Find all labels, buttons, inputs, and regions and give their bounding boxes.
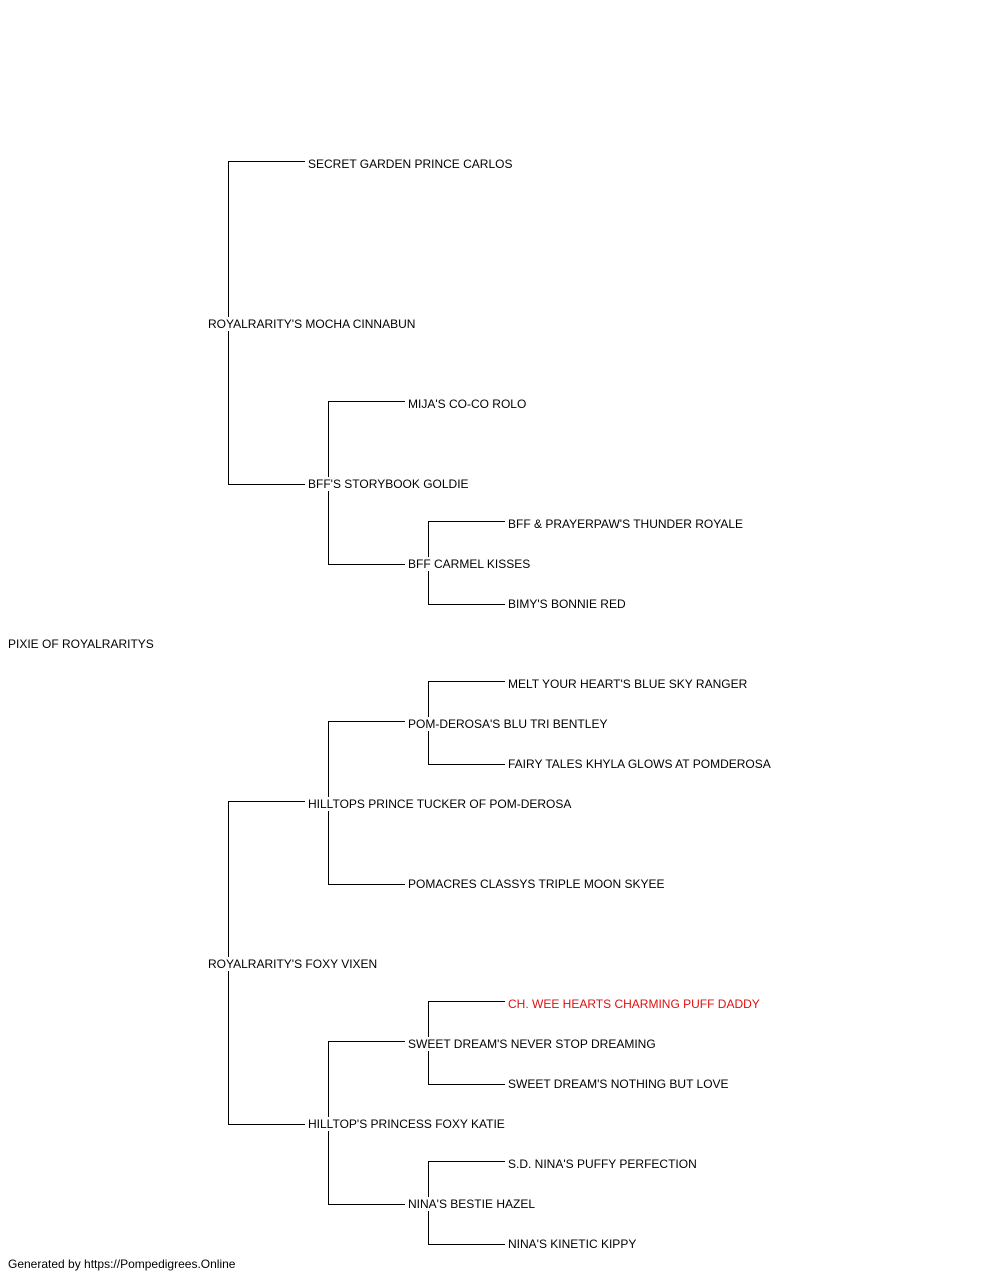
dam-sire-dam-name: POMACRES CLASSYS TRIPLE MOON SKYEE	[407, 877, 666, 891]
dam-dam-dam-sire-name: S.D. NINA'S PUFFY PERFECTION	[507, 1157, 698, 1171]
dam-sire-sire-dam-name: FAIRY TALES KHYLA GLOWS AT POMDEROSA	[507, 757, 772, 771]
sire-name: ROYALRARITY'S MOCHA CINNABUN	[207, 317, 417, 331]
dam-dam-sire-sire-name: CH. WEE HEARTS CHARMING PUFF DADDY	[507, 997, 761, 1011]
dam-dam-sire-dam-name: SWEET DREAM'S NOTHING BUT LOVE	[507, 1077, 730, 1091]
sire-dam-sire-name: MIJA'S CO-CO ROLO	[407, 397, 528, 411]
dam-sire-sire-name: POM-DEROSA'S BLU TRI BENTLEY	[407, 717, 609, 731]
sire-dam-dam-name: BFF CARMEL KISSES	[407, 557, 532, 571]
dam-dam-dam-dam-name: NINA'S KINETIC KIPPY	[507, 1237, 638, 1251]
dam-dam-sire-name: SWEET DREAM'S NEVER STOP DREAMING	[407, 1037, 657, 1051]
dam-dam-dam-name: NINA'S BESTIE HAZEL	[407, 1197, 536, 1211]
sire-dam-dam-dam-name: BIMY'S BONNIE RED	[507, 597, 627, 611]
dam-sire-name: HILLTOPS PRINCE TUCKER OF POM-DEROSA	[307, 797, 573, 811]
dam-sire-sire-sire-name: MELT YOUR HEART'S BLUE SKY RANGER	[507, 677, 749, 691]
sire-dam-name: BFF'S STORYBOOK GOLDIE	[307, 477, 470, 491]
subject-dog-name: PIXIE OF ROYALRARITYS	[7, 637, 155, 651]
dam-name: ROYALRARITY'S FOXY VIXEN	[207, 957, 379, 971]
generator-credit: Generated by https://Pompedigrees.Online	[8, 1257, 236, 1271]
dam-dam-name: HILLTOP'S PRINCESS FOXY KATIE	[307, 1117, 506, 1131]
sire-dam-dam-sire-name: BFF & PRAYERPAW'S THUNDER ROYALE	[507, 517, 744, 531]
sire-sire-name: SECRET GARDEN PRINCE CARLOS	[307, 157, 514, 171]
